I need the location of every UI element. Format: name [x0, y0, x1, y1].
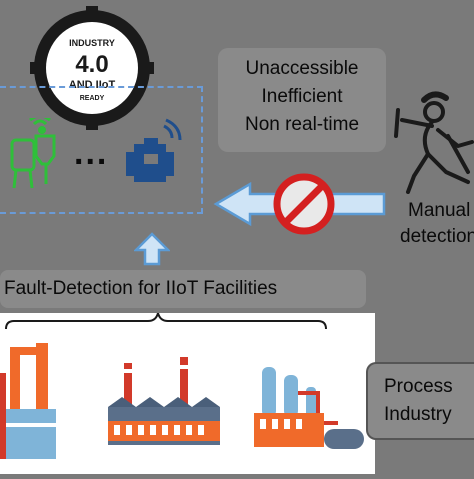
- gear-icon: [30, 6, 154, 130]
- process-line2: Industry: [384, 404, 452, 425]
- issue-inefficient: Inefficient: [261, 86, 343, 107]
- facilities-panel: [0, 312, 375, 474]
- worker-icon: [388, 90, 474, 194]
- industry-badge-icon: INDUSTRY 4.0 AND IIoT READY: [30, 6, 154, 130]
- manual-line2: detection: [400, 226, 474, 247]
- engine-icon: [120, 118, 186, 190]
- badge-line4: READY: [80, 95, 105, 102]
- up-arrow-icon: [132, 232, 172, 266]
- fault-label-box: Fault-Detection for IIoT Facilities: [0, 270, 366, 308]
- process-line1: Process: [384, 376, 453, 397]
- issue-non-real-time: Non real-time: [244, 114, 360, 135]
- fault-detection-label: Fault-Detection for IIoT Facilities: [4, 278, 278, 299]
- refinery-icon: [0, 343, 56, 459]
- process-plant-icon: [254, 367, 364, 449]
- issue-unaccessible: Unaccessible: [245, 58, 359, 79]
- blocked-arrow: [212, 168, 392, 244]
- badge-line2: 4.0: [75, 51, 108, 78]
- badge-line1: INDUSTRY: [69, 38, 115, 48]
- prohibited-icon: [273, 173, 335, 235]
- brace-icon: [5, 312, 327, 330]
- process-industry-box: Process Industry: [366, 362, 474, 440]
- iiot-devices-region: [0, 86, 203, 214]
- issues-box: Unaccessible Inefficient Non real-time: [218, 48, 386, 152]
- device-ellipsis: ...: [74, 134, 109, 172]
- manual-line1: Manual: [408, 200, 471, 221]
- factory-icon: [108, 357, 220, 445]
- smart-sensor-icon: [6, 114, 66, 196]
- badge-line3: AND IIoT: [69, 79, 116, 91]
